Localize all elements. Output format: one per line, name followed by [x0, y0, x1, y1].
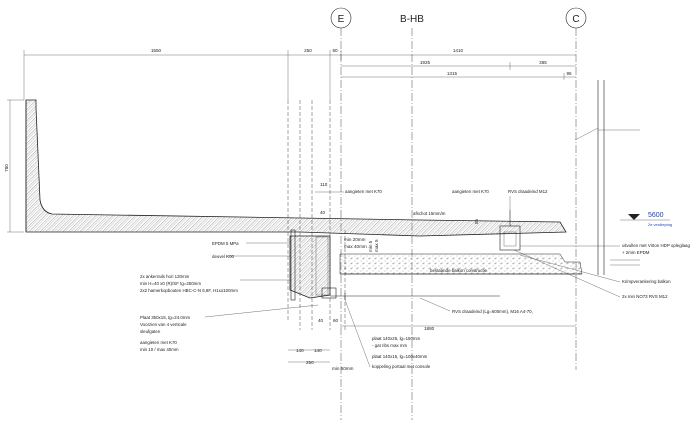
dimension-left-height: 780 — [4, 99, 24, 233]
svg-text:plaat 140x25, lg=150mm: plaat 140x25, lg=150mm — [372, 336, 421, 341]
svg-text:2e verdieping: 2e verdieping — [648, 222, 672, 227]
svg-text:min 60mm: min 60mm — [332, 366, 354, 371]
svg-text:aangieten met K70: aangieten met K70 — [345, 189, 382, 194]
svg-text:Plaat 350x15, tg=24.0mm: Plaat 350x15, tg=24.0mm — [140, 315, 191, 320]
level-marker: 5600 2e verdieping — [620, 212, 672, 227]
svg-text:max 5: max 5 — [374, 239, 379, 252]
svg-text:60: 60 — [332, 48, 338, 53]
support-column — [289, 235, 331, 299]
grid-axis-c: C — [565, 7, 587, 370]
svg-text:Krimpverankering balkon: Krimpverankering balkon — [622, 279, 671, 284]
svg-text:110: 110 — [320, 182, 328, 187]
dimension-chain-row2: 1925 365 — [341, 60, 576, 70]
svg-text:40: 40 — [320, 210, 326, 215]
svg-text:60: 60 — [333, 318, 339, 323]
svg-text:2x2 hamerkopbouten HBC-C-N 6,8: 2x2 hamerkopbouten HBC-C-N 6,8F, H1xo100… — [140, 288, 238, 293]
svg-text:min 5: min 5 — [368, 240, 373, 252]
svg-text:aangieten met K70: aangieten met K70 — [452, 189, 489, 194]
svg-text:365: 365 — [539, 60, 547, 65]
dimension-chain-top: 1550 250 60 1410 — [23, 48, 576, 100]
dimension-chain-row3: 1315 95 — [341, 71, 576, 80]
svg-text:plaat 140x15, lg=100x40mm: plaat 140x15, lg=100x40mm — [372, 354, 428, 359]
annotations: aangieten met K70 aangieten met K70 RVS … — [140, 189, 690, 369]
svg-text:B-HB: B-HB — [400, 14, 424, 25]
grid-axis-e: E — [330, 7, 352, 420]
svg-text:1880: 1880 — [424, 326, 435, 331]
balcony-slab — [25, 99, 567, 237]
svg-text:RVS draadeind M12: RVS draadeind M12 — [508, 189, 548, 194]
svg-text:EPDM 5 MPa: EPDM 5 MPa — [212, 241, 239, 246]
svg-text:5600: 5600 — [648, 212, 664, 219]
svg-text:min 20mm: min 20mm — [344, 237, 366, 242]
svg-text:uitvullen met Virton HDP opleg: uitvullen met Virton HDP opleglaag — [622, 243, 690, 248]
svg-text:deuvel K00: deuvel K00 — [212, 254, 235, 259]
svg-text:- gat ribs max mm: - gat ribs max mm — [372, 343, 407, 348]
grid-axis-bhb: B-HB — [400, 14, 424, 420]
svg-text:min H=40 x0 (R)/SF tg=250mm: min H=40 x0 (R)/SF tg=250mm — [140, 281, 201, 286]
svg-text:780: 780 — [4, 164, 9, 172]
svg-text:2x min NO73 RVS M12: 2x min NO73 RVS M12 — [622, 294, 668, 299]
svg-text:1550: 1550 — [151, 48, 162, 53]
svg-text:1925: 1925 — [420, 60, 431, 65]
svg-text:bestaande balkon constructie: bestaande balkon constructie — [430, 268, 488, 273]
svg-text:1410: 1410 — [453, 48, 464, 53]
svg-text:C: C — [572, 14, 579, 25]
svg-text:RVS draadeind (Lg=600mm), M16: RVS draadeind (Lg=600mm), M16 A4-70, — [452, 309, 533, 314]
svg-text:max 40mm: max 40mm — [344, 244, 367, 249]
svg-text:2x ankerrails hori 120mm: 2x ankerrails hori 120mm — [140, 274, 190, 279]
svg-text:140: 140 — [296, 348, 304, 353]
svg-text:250: 250 — [304, 48, 312, 53]
svg-text:1315: 1315 — [447, 71, 458, 76]
svg-text:40: 40 — [318, 318, 324, 323]
svg-text:250: 250 — [306, 360, 314, 365]
svg-text:E: E — [338, 14, 345, 25]
svg-text:Voorzien van 4 verticale: Voorzien van 4 verticale — [140, 322, 187, 327]
svg-text:+ 2mm EPDM: + 2mm EPDM — [622, 250, 650, 255]
svg-text:95: 95 — [566, 71, 572, 76]
small-dimensions: 110 40 85 min 20mm max 40mm min 5 max 5 … — [288, 182, 576, 371]
svg-text:85: 85 — [474, 218, 479, 224]
svg-text:sleufgaten: sleufgaten — [140, 329, 161, 334]
svg-text:min 10 / max 40mm: min 10 / max 40mm — [140, 347, 179, 352]
svg-text:afschot 15mm/m: afschot 15mm/m — [413, 211, 446, 216]
svg-text:aangieten met K70: aangieten met K70 — [140, 340, 177, 345]
svg-text:koppeling portaal met console: koppeling portaal met console — [372, 364, 431, 369]
svg-text:140: 140 — [314, 348, 322, 353]
